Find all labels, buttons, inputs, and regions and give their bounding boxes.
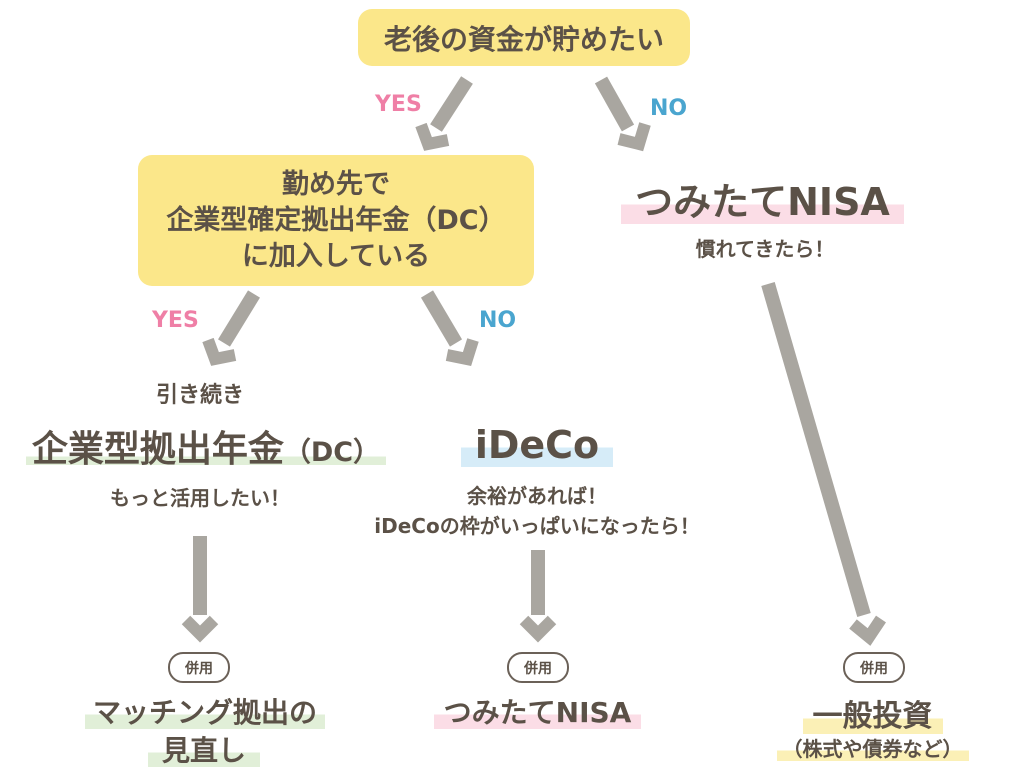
final-right-sub-wrap: （株式や債券など） — [760, 733, 985, 762]
right-branch-title-wrap: つみたてNISA — [620, 171, 905, 226]
second-question-box: 勤め先で 企業型確定拠出年金（DC） に加入している — [138, 155, 534, 286]
final-left-line1: マッチング拠出の — [84, 696, 325, 729]
final-left-line2: 見直し — [147, 734, 260, 767]
label-no-second: NO — [479, 308, 517, 333]
final-left-line2-wrap: 見直し — [140, 729, 268, 769]
arrowhead-right-long — [849, 615, 886, 646]
left-result-pre: 引き続き — [155, 383, 244, 408]
label-yes-top: YES — [375, 92, 422, 117]
arrowhead-second-no — [445, 338, 479, 366]
left-result-note: もっと活用したい！ — [110, 486, 290, 510]
top-question-text: 老後の資金が貯めたい — [383, 22, 664, 56]
arrow-top-no — [594, 76, 635, 132]
left-result-title-suffix: （DC） — [283, 437, 381, 468]
combined-badge-right: 併用 — [843, 652, 905, 683]
label-no-top: NO — [650, 96, 688, 121]
second-question-line3: に加入している — [241, 240, 431, 272]
final-left-line1-wrap: マッチング拠出の — [70, 691, 340, 731]
arrowhead-top-no — [617, 122, 651, 152]
left-result-title: 企業型拠出年金 — [31, 429, 284, 470]
final-right-sub: （株式や債券など） — [776, 737, 969, 761]
label-yes-second: YES — [152, 308, 199, 333]
arrowhead-middle-down — [519, 615, 557, 643]
combined-badge-middle: 併用 — [507, 652, 569, 683]
arrow-second-yes — [218, 290, 260, 347]
final-middle-wrap: つみたてNISA — [425, 691, 650, 731]
arrowhead-second-yes — [202, 337, 237, 366]
middle-result-title-wrap: iDeCo — [452, 423, 622, 467]
combined-badge-left: 併用 — [168, 652, 230, 683]
arrowhead-top-yes — [415, 122, 450, 151]
middle-result-note-line2: iDeCoの枠がいっぱいになったら！ — [374, 514, 700, 538]
middle-result-note-line1: 余裕があれば！ — [467, 484, 607, 508]
final-right-title-wrap: 一般投資 — [790, 691, 955, 735]
left-result-title-wrap: 企業型拠出年金（DC） — [6, 420, 406, 472]
middle-result-title: iDeCo — [460, 423, 614, 467]
second-question-line2: 企業型確定拠出年金（DC） — [166, 204, 506, 236]
top-question-box: 老後の資金が貯めたい — [358, 9, 690, 66]
right-branch-title: つみたてNISA — [621, 180, 904, 224]
right-branch-note: 慣れてきたら！ — [695, 237, 835, 261]
arrow-second-no — [420, 290, 463, 347]
arrow-right-long — [761, 282, 871, 617]
final-right-title: 一般投資 — [802, 699, 943, 734]
arrowhead-left-down — [181, 615, 219, 643]
arrow-top-yes — [430, 76, 473, 132]
final-middle-title: つみたてNISA — [433, 696, 642, 729]
second-question-line1: 勤め先で — [282, 168, 390, 200]
